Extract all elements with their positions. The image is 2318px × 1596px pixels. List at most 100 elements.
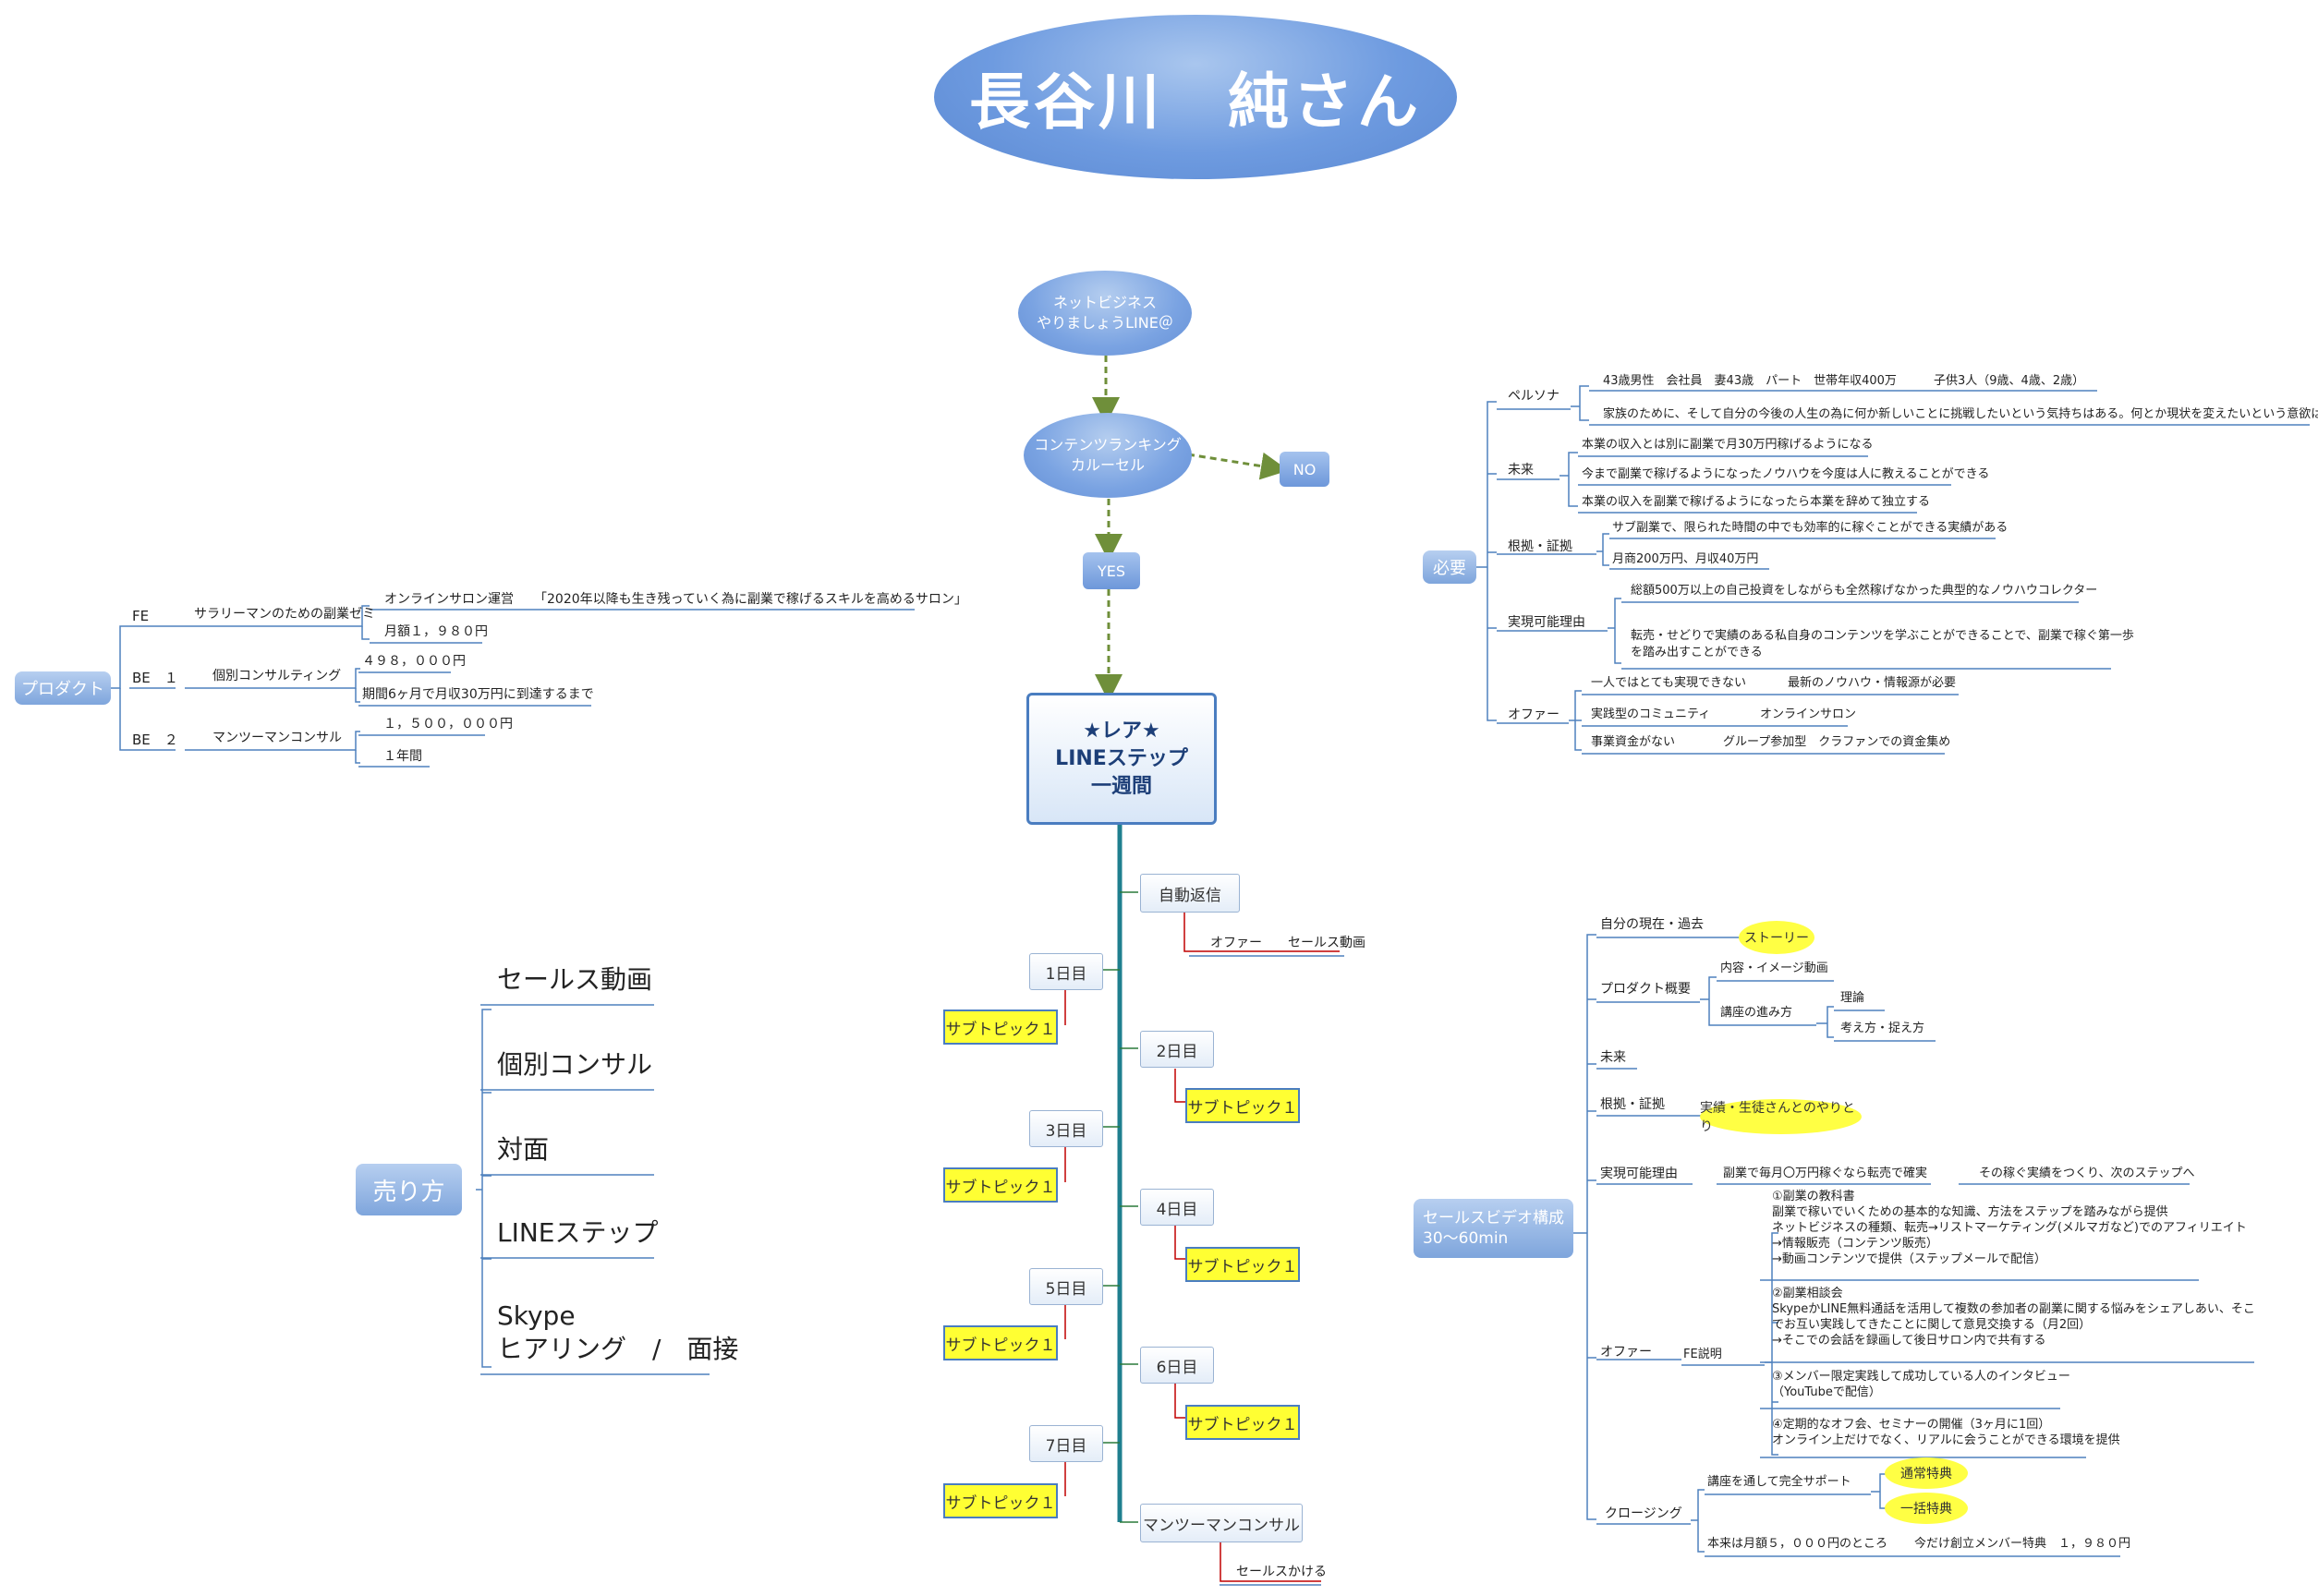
sales-video-root-line2: 30〜60min <box>1423 1229 1509 1248</box>
auto-reply-node[interactable]: 自動返信 <box>1140 874 1240 913</box>
sv-evidence-pill-label: 実績・生徒さんとのやりとり <box>1700 1101 1855 1134</box>
mirai-3: 本業の収入を副業で稼げるようになったら本業を辞めて独立する <box>1582 495 1931 509</box>
sv-fe-block-1-line3: ネットビジネスの種類、転売→リストマーケティング(メルマガなど)でのアフィリエイ… <box>1772 1221 2247 1235</box>
sv-theory: 理論 <box>1840 991 1865 1005</box>
line-step-main-node[interactable]: ★レア★ LINEステップ 一週間 <box>1026 693 1217 825</box>
start-node-line2: やりましょうLINE＠ <box>1037 314 1173 332</box>
sv-bonus-lump-label: 一括特典 <box>1900 1502 1952 1517</box>
day-1-node[interactable]: 1日目 <box>1029 953 1103 990</box>
sv-fe-block-3-line1: ③メンバー限定実践して成功している人のインタビュー <box>1772 1370 2070 1384</box>
subtopic-day-7-label: サブトピック１ <box>945 1493 1056 1513</box>
sv-fe-block-4-line2: オンライン上だけでなく、リアルに会うことができる環境を提供 <box>1772 1433 2120 1447</box>
subtopic-day-2[interactable]: サブトピック１ <box>1185 1088 1300 1123</box>
mirai-1: 本業の収入とは別に副業で月30万円稼げるようになる <box>1582 438 1874 452</box>
day-7-node[interactable]: 7日目 <box>1029 1425 1103 1462</box>
sv-fe-block-2-line4: →そこでの会話を録画して後日サロン内で共有する <box>1772 1334 2046 1348</box>
urikata-face-to-face: 対面 <box>497 1134 550 1165</box>
sv-future: 未来 <box>1600 1050 1626 1065</box>
mirai-2: 今まで副業で稼げるようになったノウハウを今度は人に教えることができる <box>1582 467 1990 481</box>
carousel-node-line2: カルーセル <box>1070 456 1145 474</box>
subtopic-day-5[interactable]: サブトピック１ <box>943 1325 1058 1360</box>
sv-feasible: 実現可能理由 <box>1600 1167 1678 1181</box>
subtopic-day-4[interactable]: サブトピック１ <box>1185 1247 1300 1282</box>
sv-offer: オファー <box>1600 1345 1652 1360</box>
product-be2-term: １年間 <box>383 749 422 764</box>
carousel-node-line1: コンテンツランキング <box>1034 436 1182 453</box>
sv-fe-block-2-line2: SkypeかLINE無料通話を活用して複数の参加者の副業に関する悩みをシェアしあ… <box>1772 1302 2255 1316</box>
jitsugen-2a: 転売・せどりで実績のある私自身のコンテンツを学ぶことができることで、副業で稼ぐ第… <box>1631 629 2134 643</box>
product-root[interactable]: プロダクト <box>15 671 111 705</box>
sv-fe-block-1-line5: →動画コンテンツで提供（ステップメールで配信） <box>1772 1252 2046 1266</box>
sv-fe-block-1-line4: →情報販売（コンテンツ販売） <box>1772 1237 1938 1251</box>
sv-bonus-regular-label: 通常特典 <box>1900 1467 1952 1481</box>
product-salon: オンラインサロン運営 <box>384 592 514 607</box>
sv-price-original: 本来は月額５，０００円のところ <box>1707 1537 1888 1551</box>
start-node[interactable]: ネットビジネス やりましょうLINE＠ <box>1018 271 1192 356</box>
product-fe: FE <box>132 608 150 624</box>
sv-fe-block-2: ②副業相談会 SkypeかLINE無料通話を活用して複数の参加者の副業に関する悩… <box>1772 1286 2255 1348</box>
urikata-line-step: LINEステップ <box>497 1217 659 1248</box>
persona-label: ペルソナ <box>1508 389 1559 404</box>
sv-course-progress: 講座の進み方 <box>1720 1006 1793 1020</box>
jitsugen-1: 総額500万以上の自己投資をしながらも全然稼げなかった典型的なノウハウコレクター <box>1631 584 2098 598</box>
sv-closing: クロージング <box>1605 1506 1682 1521</box>
sv-full-support: 講座を通して完全サポート <box>1707 1475 1851 1489</box>
sv-story-label: ストーリー <box>1744 931 1809 946</box>
sv-product-overview: プロダクト概要 <box>1600 982 1691 997</box>
day-5-node[interactable]: 5日目 <box>1029 1268 1103 1305</box>
day-4-node[interactable]: 4日目 <box>1140 1189 1214 1226</box>
sv-fe-block-2-line1: ②副業相談会 <box>1772 1287 1843 1300</box>
day-3-node[interactable]: 3日目 <box>1029 1110 1103 1147</box>
day-7-label: 7日目 <box>1045 1436 1087 1456</box>
product-be1-item: 個別コンサルティング <box>212 669 342 683</box>
main-title: 長谷川 純さん <box>934 15 1457 179</box>
day-1-label: 1日目 <box>1045 964 1087 984</box>
urikata-individual-consult: 個別コンサル <box>497 1049 653 1080</box>
subtopic-day-7[interactable]: サブトピック１ <box>943 1483 1058 1518</box>
product-be2-price: １，５００，０００円 <box>383 717 513 732</box>
yes-label: YES <box>1097 562 1126 580</box>
mtm-consult-node[interactable]: マンツーマンコンサル <box>1140 1504 1303 1542</box>
offer-sales-video: オファー セールス動画 <box>1210 936 1365 950</box>
hitsuyou-root[interactable]: 必要 <box>1423 550 1476 584</box>
subtopic-day-3[interactable]: サブトピック１ <box>943 1167 1058 1203</box>
sv-feasible-1: 副業で毎月〇万円稼ぐなら転売で確実 <box>1723 1167 1928 1180</box>
day-2-node[interactable]: 2日目 <box>1140 1031 1214 1068</box>
sv-fe-block-4: ④定期的なオフ会、セミナーの開催（3ヶ月に1回） オンライン上だけでなく、リアル… <box>1772 1417 2120 1448</box>
carousel-node[interactable]: コンテンツランキング カルーセル <box>1024 413 1192 498</box>
offer-1b: 最新のノウハウ・情報源が必要 <box>1788 676 1957 690</box>
subtopic-day-5-label: サブトピック１ <box>945 1336 1056 1355</box>
product-be1-goal: 期間6ヶ月で月収30万円に到達するまで <box>362 687 594 702</box>
urikata-root[interactable]: 売り方 <box>356 1164 462 1215</box>
subtopic-day-1[interactable]: サブトピック１ <box>943 1010 1058 1045</box>
product-be2: BE ２ <box>132 732 178 748</box>
day-6-node[interactable]: 6日目 <box>1140 1347 1214 1384</box>
subtopic-day-4-label: サブトピック１ <box>1187 1257 1298 1276</box>
sv-bonus-lump-pill: 一括特典 <box>1885 1493 1968 1524</box>
no-label: NO <box>1292 460 1317 478</box>
sales-video-root[interactable]: セールスビデオ構成 30〜60min <box>1414 1199 1573 1258</box>
sv-evidence: 根拠・証拠 <box>1600 1097 1665 1112</box>
subtopic-day-6[interactable]: サブトピック１ <box>1185 1405 1300 1440</box>
product-fe-price: 月額１，９８０円 <box>384 624 488 639</box>
sv-content-image: 内容・イメージ動画 <box>1720 961 1828 975</box>
persona-1-children: 子供3人（9歳、4歳、2歳） <box>1934 374 2085 388</box>
sales-video-root-line1: セールスビデオ構成 <box>1423 1209 1564 1227</box>
jitsugen-2b: を踏み出すことができる <box>1631 646 1763 659</box>
sales-call-label: セールスかける <box>1236 1565 1327 1579</box>
product-be1-price: ４９８，０００円 <box>362 654 466 669</box>
main-node-line2: LINEステップ <box>1055 746 1188 770</box>
product-fe-item: サラリーマンのための副業ゼミ <box>194 607 375 622</box>
no-node[interactable]: NO <box>1280 452 1329 487</box>
main-node-line1: ★レア★ <box>1083 719 1160 743</box>
sv-fe-block-1-line1: ①副業の教科書 <box>1772 1190 1855 1203</box>
product-be1: BE １ <box>132 670 178 686</box>
hitsuyou-root-label: 必要 <box>1433 559 1466 578</box>
subtopic-day-3-label: サブトピック１ <box>945 1178 1056 1197</box>
subtopic-day-1-label: サブトピック１ <box>945 1020 1056 1039</box>
urikata-sales-video: セールス動画 <box>497 964 653 995</box>
konkyo-label: 根拠・証拠 <box>1508 539 1572 554</box>
yes-node[interactable]: YES <box>1083 552 1140 589</box>
urikata-skype: Skype <box>497 1300 576 1331</box>
jitsugen-label: 実現可能理由 <box>1508 615 1585 630</box>
